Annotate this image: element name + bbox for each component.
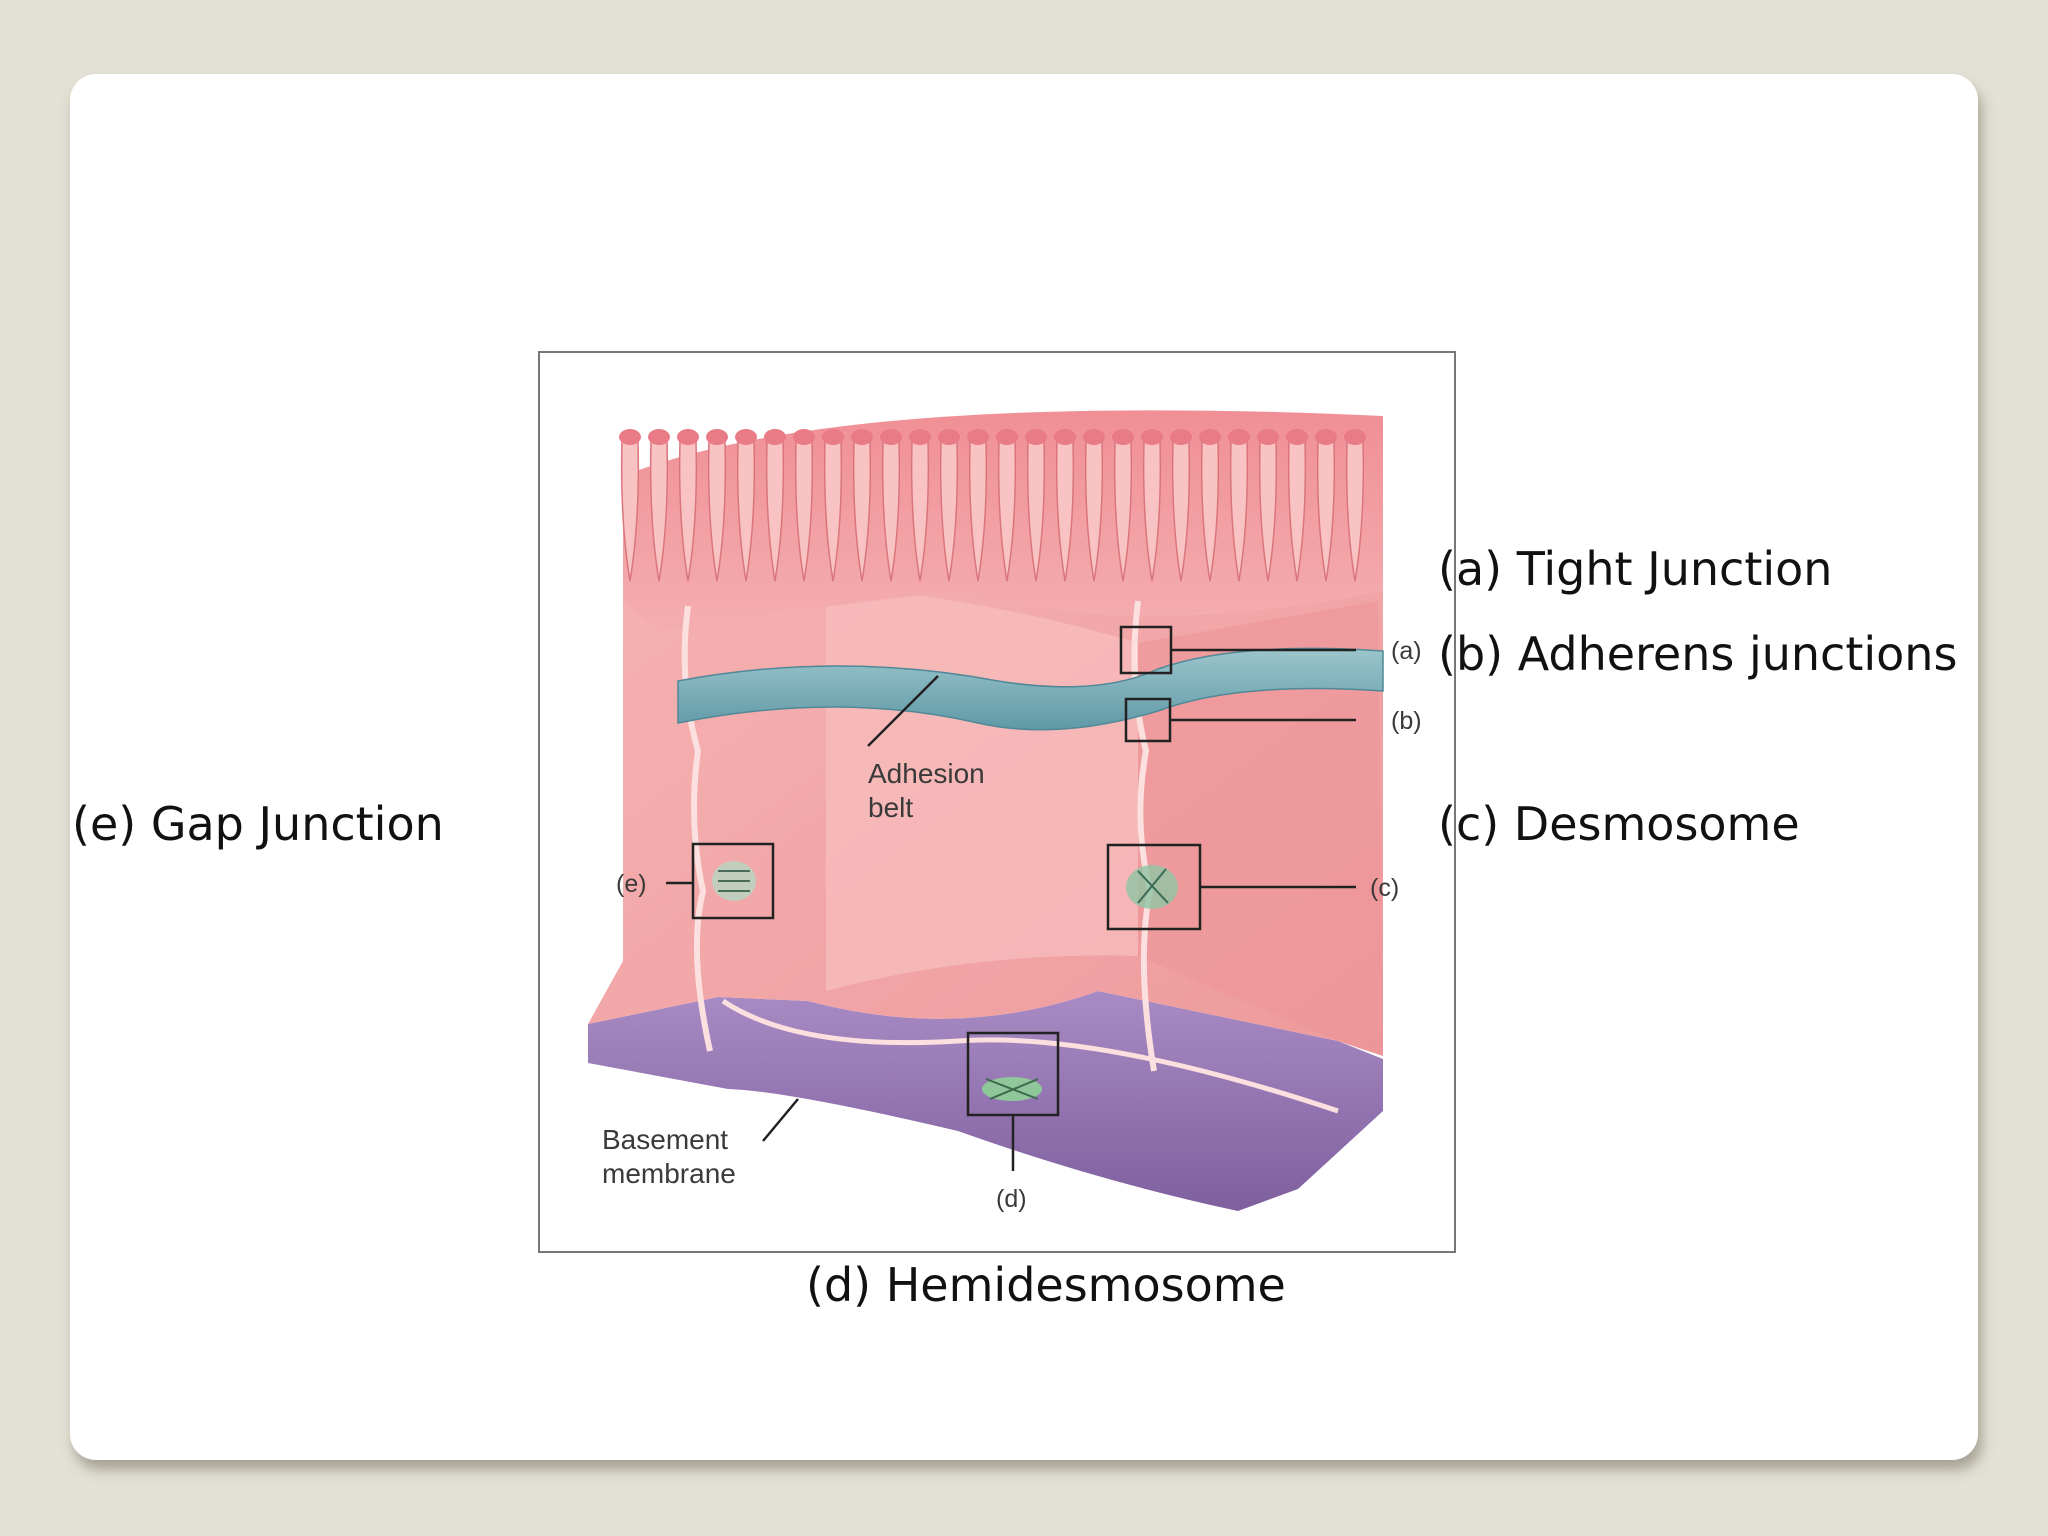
- microvillus: [1171, 440, 1191, 582]
- basal-membrane: [721, 998, 1339, 1114]
- microvillus-tip: [1083, 429, 1105, 445]
- microvillus-tip: [938, 429, 960, 445]
- microvillus-tip: [648, 429, 670, 445]
- microvillus-tip: [619, 429, 641, 445]
- microvillus: [1200, 440, 1220, 582]
- basement-membrane-label-line1: Basement: [602, 1124, 728, 1155]
- microvillus: [1113, 440, 1133, 582]
- microvillus: [620, 440, 640, 582]
- microvillus-tip: [880, 429, 902, 445]
- label-tight-junction: (a) Tight Junction: [1438, 542, 1833, 596]
- callout-box-e: [691, 842, 775, 920]
- microvillus-tip: [706, 429, 728, 445]
- slide: (a) (b) (c) (e) (d) Adhesion belt Baseme…: [70, 74, 1978, 1460]
- microvillus-tip: [822, 429, 844, 445]
- label-adherens-junctions: (b) Adherens junctions: [1438, 627, 1958, 681]
- callout-e-label: (e): [616, 870, 647, 898]
- microvillus: [678, 440, 698, 582]
- microvillus: [881, 440, 901, 582]
- microvillus-tip: [1199, 429, 1221, 445]
- hemidesmosome-plaque: [982, 1077, 1042, 1101]
- microvillus-tip: [909, 429, 931, 445]
- epithelium-illustration: (a) (b) (c) (e) (d) Adhesion belt Baseme…: [538, 351, 1456, 1253]
- microvillus-tip: [1141, 429, 1163, 445]
- microvillus-tip: [793, 429, 815, 445]
- epithelial-junctions-figure: (a) (b) (c) (e) (d) Adhesion belt Baseme…: [538, 351, 1456, 1253]
- microvillus: [1258, 440, 1278, 582]
- microvillus: [939, 440, 959, 582]
- adhesion-belt-label-line1: Adhesion: [868, 758, 985, 789]
- microvillus: [1055, 440, 1075, 582]
- callout-b-label: (b): [1391, 707, 1422, 735]
- adhesion-belt: [677, 647, 1384, 731]
- leader-basement-membrane: [762, 1098, 799, 1142]
- gap-junction-channels: [712, 861, 756, 901]
- microvillus: [997, 440, 1017, 582]
- basement-membrane-label-line2: membrane: [602, 1158, 736, 1189]
- microvillus-tip: [764, 429, 786, 445]
- leader-adhesion-belt: [867, 675, 939, 747]
- microvillus: [910, 440, 930, 582]
- microvilli: [619, 429, 1366, 582]
- label-desmosome: (c) Desmosome: [1438, 797, 1800, 851]
- microvillus: [1142, 440, 1162, 582]
- basement-membrane: [588, 991, 1383, 1211]
- microvillus: [1345, 440, 1365, 582]
- microvillus-tip: [1112, 429, 1134, 445]
- cell-side-wall: [1138, 601, 1383, 1056]
- microvillus: [968, 440, 988, 582]
- microvillus: [1026, 440, 1046, 582]
- microvillus-tip: [967, 429, 989, 445]
- desmosome-plaque: [1126, 865, 1178, 909]
- callout-c-label: (c): [1370, 874, 1399, 902]
- microvillus: [794, 440, 814, 582]
- microvillus-tip: [1344, 429, 1366, 445]
- microvillus-tip: [996, 429, 1018, 445]
- microvillus: [649, 440, 669, 582]
- adhesion-belt-label-line2: belt: [868, 792, 913, 823]
- microvillus-tip: [677, 429, 699, 445]
- microvillus-tip: [1025, 429, 1047, 445]
- microvillus-tip: [735, 429, 757, 445]
- callout-d-label: (d): [996, 1185, 1027, 1213]
- microvillus: [823, 440, 843, 582]
- microvillus-tip: [851, 429, 873, 445]
- microvillus-tip: [1286, 429, 1308, 445]
- microvillus: [707, 440, 727, 582]
- microvillus: [1316, 440, 1336, 582]
- callout-a-label: (a): [1391, 637, 1422, 665]
- microvillus-tip: [1257, 429, 1279, 445]
- microvillus: [765, 440, 785, 582]
- microvillus: [852, 440, 872, 582]
- microvillus-tip: [1228, 429, 1250, 445]
- microvillus-tip: [1170, 429, 1192, 445]
- label-hemidesmosome: (d) Hemidesmosome: [806, 1258, 1286, 1312]
- microvillus: [1229, 440, 1249, 582]
- microvillus: [1084, 440, 1104, 582]
- microvillus-tip: [1315, 429, 1337, 445]
- label-gap-junction: (e) Gap Junction: [72, 797, 444, 851]
- microvillus-tip: [1054, 429, 1076, 445]
- microvillus: [736, 440, 756, 582]
- microvillus: [1287, 440, 1307, 582]
- lateral-membrane-left: [681, 605, 713, 1052]
